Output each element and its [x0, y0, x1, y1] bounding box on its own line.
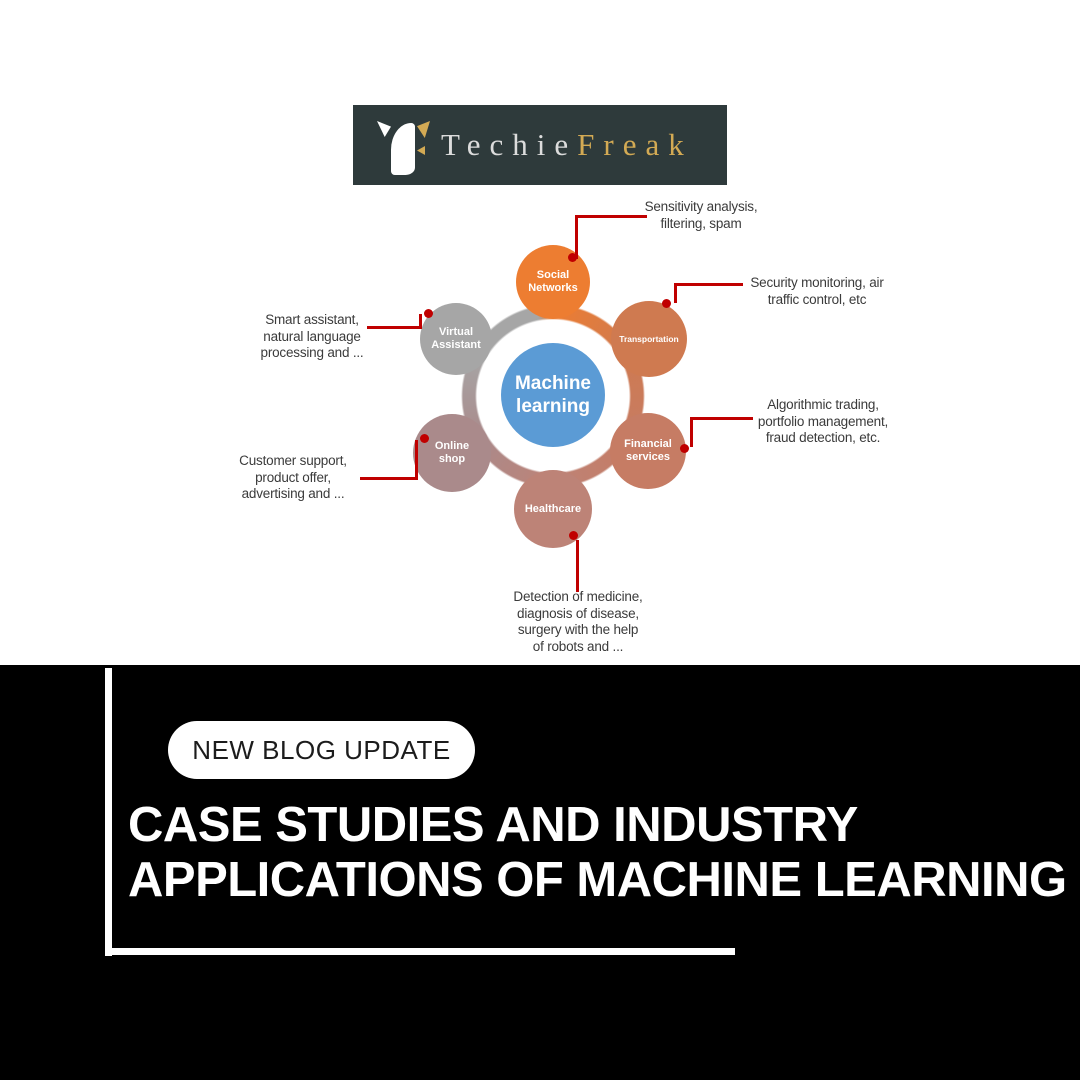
monogram-gold-tick — [417, 146, 425, 155]
banner-section: NEW BLOG UPDATE CASE STUDIES AND INDUSTR… — [0, 665, 1080, 1080]
connector-transportation-dot — [662, 299, 671, 308]
connector-healthcare-dot — [569, 531, 578, 540]
node-virtual-assistant-label: Virtual Assistant — [431, 326, 481, 351]
connector-transportation-h — [676, 283, 743, 286]
frame-vertical-line — [105, 668, 112, 956]
connector-financial-services-h — [692, 417, 753, 420]
annotation-virtual-assistant: Smart assistant, natural language proces… — [260, 312, 364, 360]
node-transportation: Transportation — [611, 301, 687, 377]
connector-transportation-v — [674, 283, 677, 303]
connector-financial-services-dot — [680, 444, 689, 453]
poster-title-line1: CASE STUDIES AND INDUSTRY — [128, 798, 858, 852]
connector-online-shop-h — [360, 477, 418, 480]
connector-financial-services-v — [690, 417, 693, 447]
brand-logo-banner: TechieFreak — [353, 105, 727, 185]
monogram-white-wedge — [377, 121, 391, 137]
connector-virtual-assistant-v — [419, 314, 422, 329]
poster-title: CASE STUDIES AND INDUSTRY APPLICATIONS O… — [128, 798, 1068, 908]
brand-name-techie: Techie — [441, 127, 578, 162]
poster-title-line2: APPLICATIONS OF MACHINE LEARNING — [128, 853, 1067, 907]
annotation-financial-services: Algorithmic trading, portfolio managemen… — [757, 397, 889, 445]
annotation-social-networks: Sensitivity analysis, filtering, spam — [644, 199, 758, 231]
connector-healthcare-v — [576, 540, 579, 592]
node-financial-services-label: Financial services — [624, 438, 672, 463]
brand-name-freak: Freak — [577, 127, 693, 162]
new-blog-update-badge: NEW BLOG UPDATE — [168, 721, 475, 779]
node-transportation-label: Transportation — [619, 334, 679, 344]
brand-name: TechieFreak — [441, 127, 693, 163]
monogram-gold-wedge — [417, 121, 430, 138]
node-healthcare-label: Healthcare — [524, 502, 582, 515]
annotation-healthcare: Detection of medicine, diagnosis of dise… — [513, 589, 643, 654]
node-online-shop-label: Online shop — [434, 440, 470, 465]
node-financial-services: Financial services — [610, 413, 686, 489]
node-healthcare: Healthcare — [514, 470, 592, 548]
frame-horizontal-line — [105, 948, 735, 955]
node-machine-learning: Machine learning — [501, 343, 605, 447]
node-machine-learning-label: Machine learning — [514, 373, 592, 417]
connector-social-networks-h — [577, 215, 647, 218]
monogram-t-shape — [391, 123, 415, 175]
connector-virtual-assistant-dot — [424, 309, 433, 318]
connector-online-shop-v — [415, 440, 418, 480]
annotation-transportation: Security monitoring, air traffic control… — [750, 275, 884, 307]
annotation-online-shop: Customer support, product offer, adverti… — [239, 453, 347, 501]
top-section: TechieFreak Machine learning Social Netw… — [239, 105, 889, 654]
node-online-shop: Online shop — [413, 414, 491, 492]
connector-virtual-assistant-h — [367, 326, 422, 329]
techiefreak-monogram-icon — [375, 113, 430, 177]
connector-social-networks-dot — [568, 253, 577, 262]
node-social-networks-label: Social Networks — [528, 269, 578, 294]
new-blog-update-label: NEW BLOG UPDATE — [192, 734, 451, 765]
connector-online-shop-dot — [420, 434, 429, 443]
node-social-networks: Social Networks — [516, 245, 590, 319]
connector-social-networks-v — [575, 215, 578, 259]
